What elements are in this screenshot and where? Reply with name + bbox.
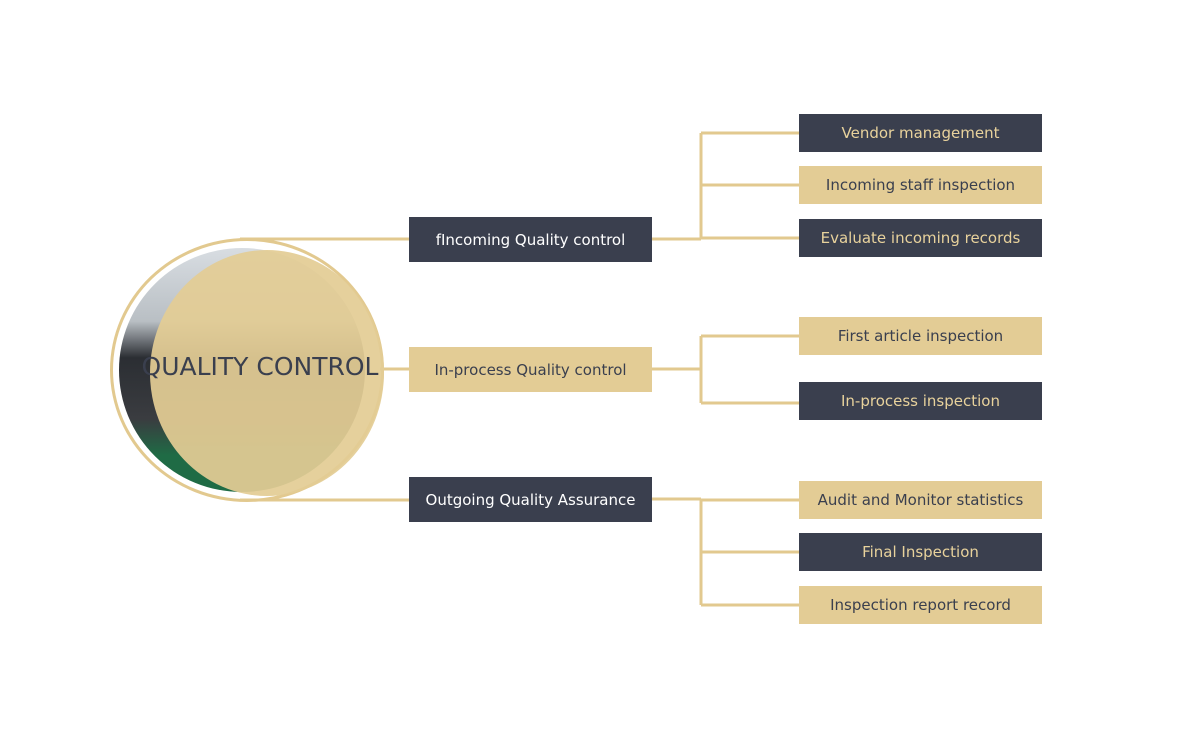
branch-incoming-quality-control: fIncoming Quality control <box>409 217 652 262</box>
leaf-inprocess-inspection: In-process inspection <box>799 382 1042 420</box>
connector-inprocess-children <box>652 334 799 405</box>
leaf-evaluate-incoming-records: Evaluate incoming records <box>799 219 1042 257</box>
leaf-incoming-staff-inspection: Incoming staff inspection <box>799 166 1042 204</box>
connector-outgoing-children <box>652 497 799 607</box>
leaf-final-inspection: Final Inspection <box>799 533 1042 571</box>
leaf-first-article-inspection: First article inspection <box>799 317 1042 355</box>
center-circle-overlay <box>150 250 384 496</box>
center-title: QUALITY CONTROL <box>141 352 379 381</box>
branch-outgoing-quality-assurance: Outgoing Quality Assurance <box>409 477 652 522</box>
branch-inprocess-quality-control: In-process Quality control <box>409 347 652 392</box>
connector-incoming-children <box>652 131 799 241</box>
leaf-inspection-report-record: Inspection report record <box>799 586 1042 624</box>
leaf-vendor-management: Vendor management <box>799 114 1042 152</box>
leaf-audit-monitor-statistics: Audit and Monitor statistics <box>799 481 1042 519</box>
